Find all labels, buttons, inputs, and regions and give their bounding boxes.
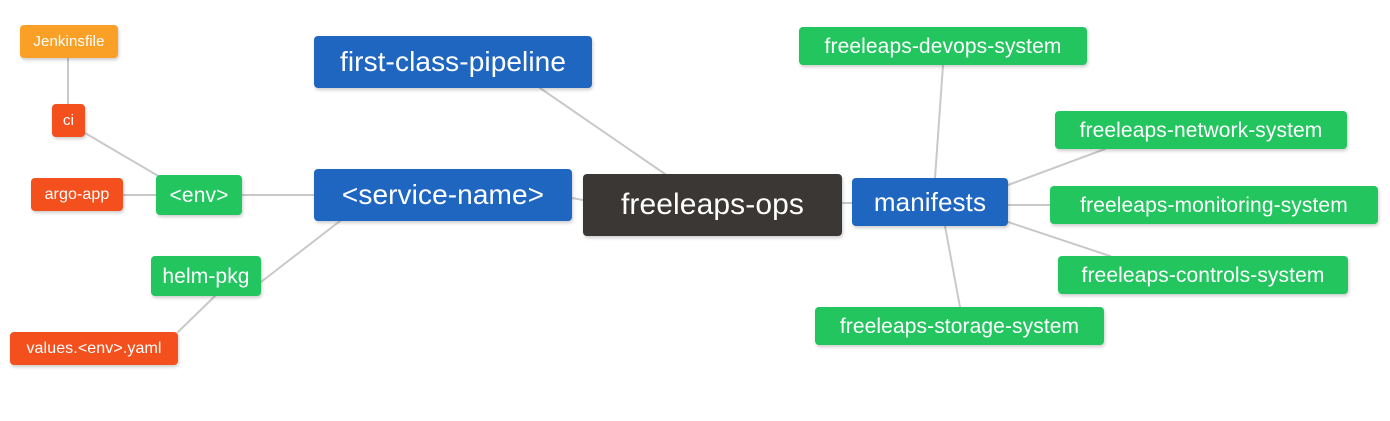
edge-manifests-to-freeleaps-storage-system (944, 225, 961, 308)
edge-ci-to-env (84, 132, 161, 178)
node-service-name[interactable]: <service-name> (314, 169, 572, 221)
node-first-class-pipeline[interactable]: first-class-pipeline (314, 36, 592, 88)
edge-values-yaml-to-helm-pkg (177, 295, 216, 333)
node-ci[interactable]: ci (52, 104, 85, 137)
node-label: helm-pkg (162, 264, 250, 288)
node-label: freeleaps-controls-system (1081, 263, 1325, 287)
node-label: values.<env>.yaml (26, 339, 162, 357)
node-freeleaps-network-system[interactable]: freeleaps-network-system (1055, 111, 1347, 149)
node-label: freeleaps-devops-system (824, 34, 1062, 58)
edge-manifests-to-freeleaps-controls-system (1007, 221, 1111, 257)
node-label: manifests (873, 187, 987, 217)
node-label: freeleaps-monitoring-system (1080, 193, 1348, 217)
node-label: argo-app (44, 185, 110, 203)
edge-manifests-to-freeleaps-devops-system (934, 64, 944, 179)
edge-first-class-pipeline-to-freeleaps-ops (539, 87, 666, 175)
edge-manifests-to-freeleaps-network-system (1007, 148, 1106, 186)
node-label: freeleaps-ops (620, 188, 805, 221)
node-jenkinsfile[interactable]: Jenkinsfile (20, 25, 118, 58)
node-freeleaps-monitoring-system[interactable]: freeleaps-monitoring-system (1050, 186, 1378, 224)
node-label: Jenkinsfile (33, 33, 105, 50)
node-label: ci (62, 112, 75, 129)
node-argo-app[interactable]: argo-app (31, 178, 123, 211)
node-helm-pkg[interactable]: helm-pkg (151, 256, 261, 296)
node-label: <env> (169, 183, 229, 207)
node-freeleaps-ops[interactable]: freeleaps-ops (583, 174, 842, 236)
node-label: <service-name> (341, 179, 545, 210)
edge-service-name-to-freeleaps-ops (571, 197, 584, 201)
node-label: freeleaps-network-system (1079, 118, 1323, 142)
node-freeleaps-devops-system[interactable]: freeleaps-devops-system (799, 27, 1087, 65)
node-values-yaml[interactable]: values.<env>.yaml (10, 332, 178, 365)
node-label: first-class-pipeline (339, 46, 567, 77)
node-freeleaps-controls-system[interactable]: freeleaps-controls-system (1058, 256, 1348, 294)
node-manifests[interactable]: manifests (852, 178, 1008, 226)
node-freeleaps-storage-system[interactable]: freeleaps-storage-system (815, 307, 1104, 345)
node-env[interactable]: <env> (156, 175, 242, 215)
node-label: freeleaps-storage-system (839, 314, 1080, 338)
edge-helm-pkg-to-service-name (260, 220, 341, 283)
